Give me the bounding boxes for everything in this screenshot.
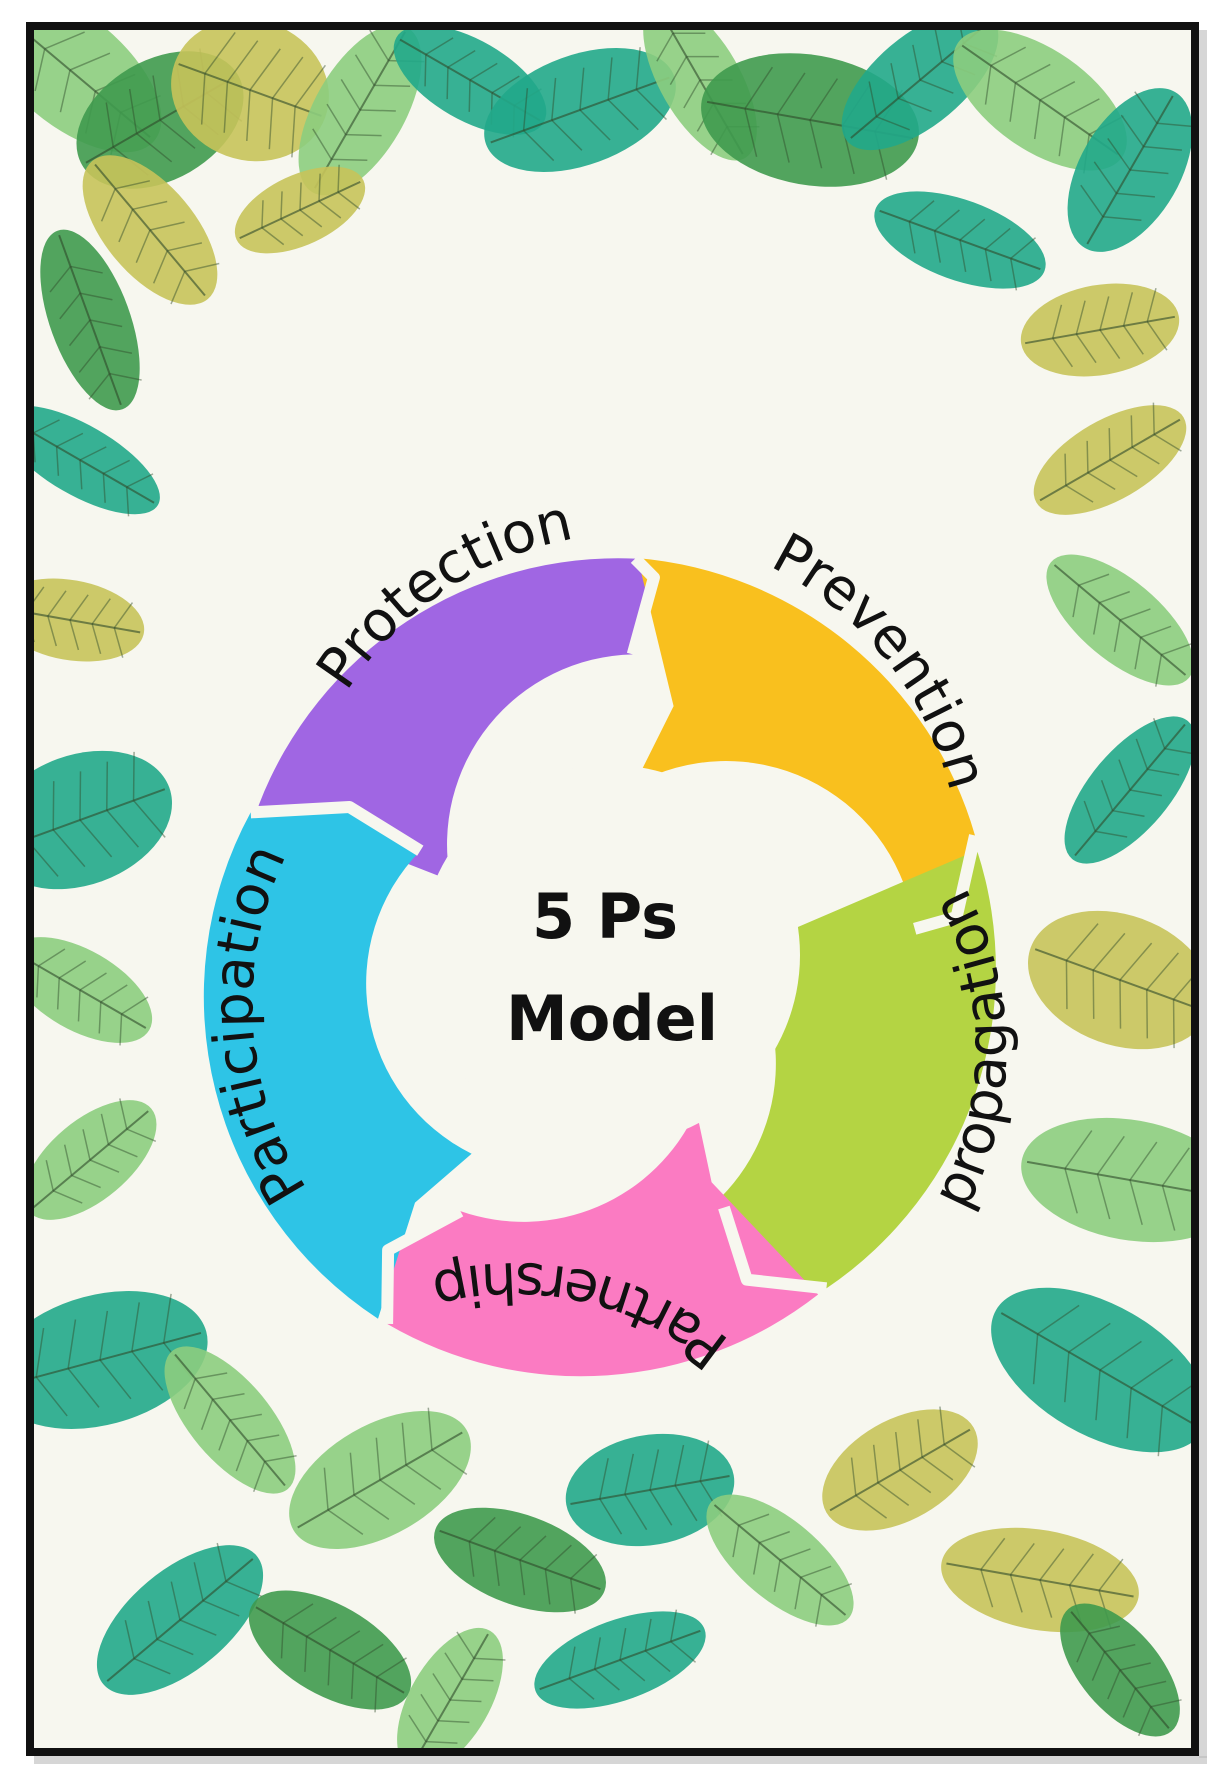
leaf bbox=[1020, 283, 1180, 377]
segment-protection bbox=[258, 558, 654, 881]
leaf bbox=[30, 1098, 157, 1220]
leaf bbox=[1028, 910, 1195, 1050]
leaf bbox=[434, 1507, 606, 1614]
leaf bbox=[82, 155, 220, 305]
leaf bbox=[298, 26, 425, 196]
center-title-line1: 5 Ps bbox=[532, 880, 678, 953]
leaf bbox=[171, 26, 329, 162]
leaf bbox=[289, 1407, 471, 1550]
leaf bbox=[1021, 1117, 1195, 1243]
leaf bbox=[1060, 1603, 1182, 1737]
leaf bbox=[1046, 554, 1194, 687]
segment-prevention bbox=[634, 558, 975, 929]
leaf bbox=[565, 1433, 735, 1547]
leaf bbox=[822, 1406, 978, 1531]
leaf bbox=[1067, 88, 1195, 252]
segment-participation bbox=[203, 807, 472, 1319]
center-title-line2: Model bbox=[506, 982, 718, 1055]
leaf bbox=[96, 1542, 264, 1695]
leaf bbox=[953, 29, 1127, 174]
cycle-diagram: Protection Prevention propagation Partne… bbox=[201, 488, 1021, 1381]
leaf bbox=[874, 191, 1046, 291]
leaf bbox=[397, 1627, 506, 1752]
leaf bbox=[484, 47, 676, 172]
leaf bbox=[991, 1287, 1195, 1457]
leaf bbox=[1064, 716, 1195, 864]
leaf bbox=[164, 1346, 297, 1494]
leaf bbox=[30, 1291, 208, 1429]
center-circle bbox=[420, 765, 800, 1145]
leaf bbox=[534, 1609, 706, 1709]
leaf bbox=[706, 1494, 854, 1627]
leaf bbox=[1033, 402, 1187, 515]
leaf bbox=[30, 937, 153, 1046]
segment-partnership bbox=[387, 1110, 819, 1377]
leaf bbox=[30, 405, 160, 517]
leaf bbox=[234, 164, 366, 254]
leaf bbox=[40, 229, 142, 411]
poster-frame bbox=[26, 22, 1199, 1756]
leaf bbox=[30, 750, 172, 890]
leaf bbox=[248, 1590, 412, 1713]
